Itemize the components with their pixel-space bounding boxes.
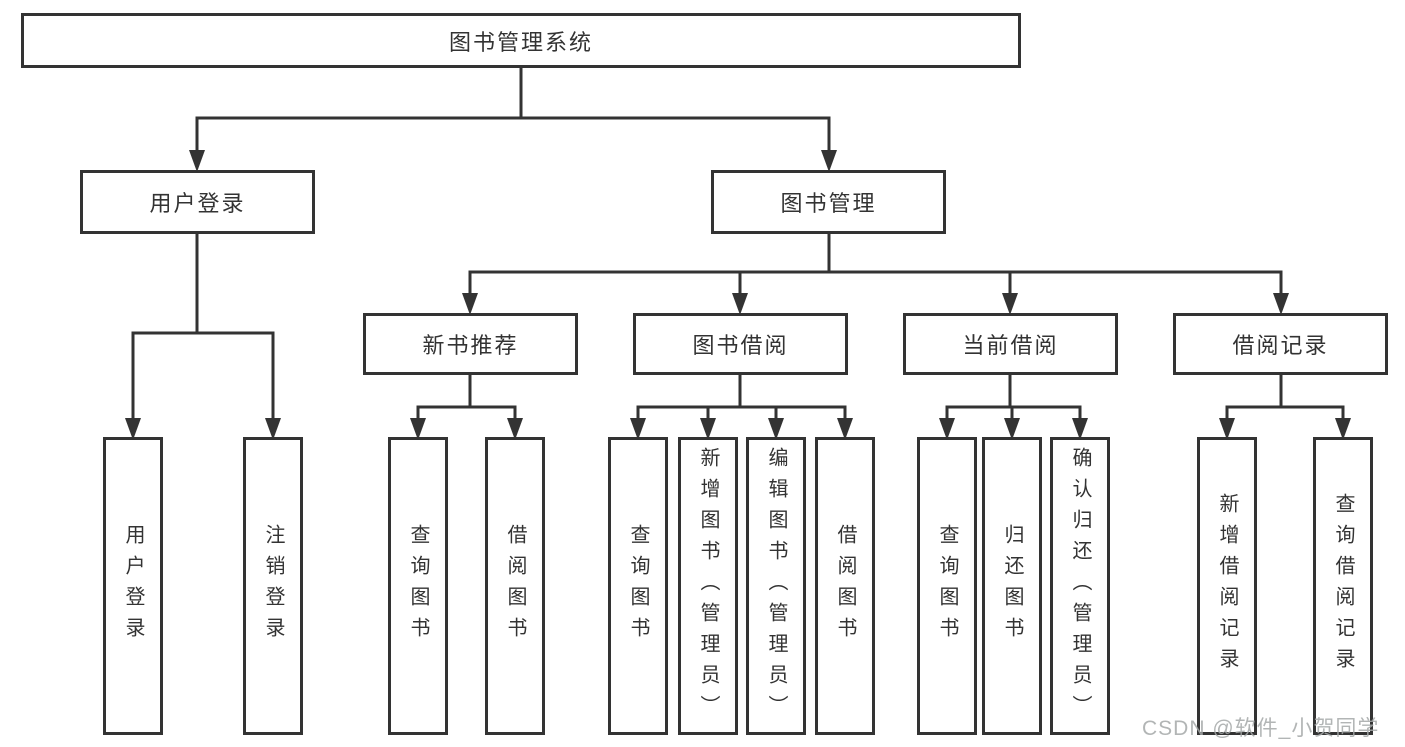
leaf-logout: 注销登录: [243, 437, 303, 735]
leaf-query-books-borrowing: 查询图书: [608, 437, 668, 735]
arrowhead: [1002, 293, 1018, 315]
node-book-borrowing: 图书借阅: [633, 313, 848, 375]
arrowhead: [821, 150, 837, 172]
leaf-query-books-recommend: 查询图书: [388, 437, 448, 735]
leaf-user-login: 用户登录: [103, 437, 163, 735]
leaf-return-books: 归还图书: [982, 437, 1042, 735]
leaf-query-borrow-record: 查询借阅记录: [1313, 437, 1373, 735]
watermark: CSDN @软件_小贺同学: [1142, 717, 1380, 740]
node-current-borrowing: 当前借阅: [903, 313, 1118, 375]
arrowhead: [732, 293, 748, 315]
leaf-edit-books-admin: 编辑图书（管理员）: [746, 437, 806, 735]
leaf-query-books-current: 查询图书: [917, 437, 977, 735]
node-borrowing-records: 借阅记录: [1173, 313, 1388, 375]
node-library-system: 图书管理系统: [21, 13, 1021, 68]
leaf-add-borrow-record: 新增借阅记录: [1197, 437, 1257, 735]
node-book-management: 图书管理: [711, 170, 946, 234]
arrowhead: [1273, 293, 1289, 315]
leaf-borrow-books: 借阅图书: [815, 437, 875, 735]
node-user-login: 用户登录: [80, 170, 315, 234]
leaf-confirm-return-admin: 确认归还（管理员）: [1050, 437, 1110, 735]
leaf-borrow-books-recommend: 借阅图书: [485, 437, 545, 735]
leaf-add-books-admin: 新增图书（管理员）: [678, 437, 738, 735]
node-new-book-recommendation: 新书推荐: [363, 313, 578, 375]
arrowhead: [189, 150, 205, 172]
arrowhead: [462, 293, 478, 315]
